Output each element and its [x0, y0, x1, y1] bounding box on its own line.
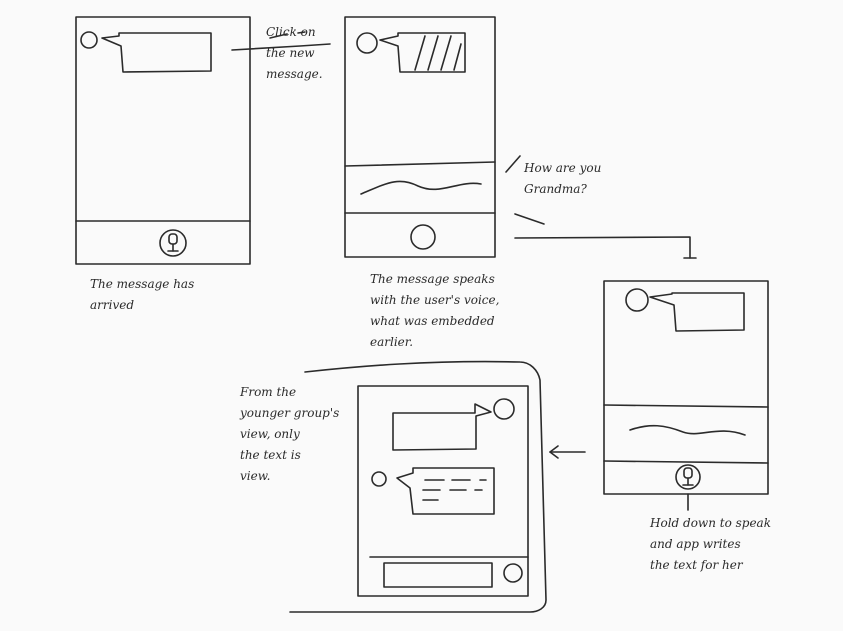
phone-4-frame: [357, 385, 529, 597]
phone-3-divider-bottom: [603, 460, 769, 464]
phone-4-text-input[interactable]: [383, 562, 493, 588]
phone-3-soundwave: [629, 424, 746, 436]
phone-4-outgoing-bubble: [392, 403, 492, 451]
caption-message-arrived: The message has arrived: [90, 277, 195, 312]
phone-1-avatar: [80, 31, 98, 49]
microphone-icon[interactable]: [159, 229, 187, 257]
phone-2-divider-top: [344, 161, 496, 167]
phone-3-avatar: [625, 288, 649, 312]
phone-4-avatar-right: [493, 398, 515, 420]
caption-message-speaks: The message speaks with the user's voice…: [370, 272, 500, 349]
phone-2-soundwave: [360, 180, 482, 195]
phone-4-avatar-left: [371, 471, 387, 487]
microphone-icon[interactable]: [675, 464, 701, 490]
phone-2-avatar: [356, 32, 378, 54]
speech-stroke-top: [505, 155, 521, 173]
speech-stroke-bottom: [514, 213, 545, 225]
phone-2-frame: [344, 16, 496, 258]
arrow-3-head: [549, 445, 559, 459]
phone-2: [344, 16, 496, 258]
phone-1: [75, 16, 251, 265]
phone-3-message-bubble: [649, 292, 745, 332]
phone-2-message-bubble: [379, 32, 466, 73]
phone-4-text-lines: [422, 479, 487, 501]
phone-2-home-button[interactable]: [410, 224, 436, 250]
phone-4: [357, 385, 529, 597]
arrow-label: Click on the new message.: [266, 25, 323, 81]
phone-2-bubble-hatching: [414, 35, 462, 71]
arrow-1-tail-marks: [269, 31, 306, 39]
phone-3-divider-top: [603, 404, 769, 408]
phone-4-enclosure: [289, 360, 547, 613]
phone-3-frame: [603, 280, 769, 495]
caption-younger-group-view: From the younger group's view, only the …: [240, 385, 340, 483]
arrow-2: [514, 236, 691, 259]
caption-hold-to-speak: Hold down to speak and app writes the te…: [650, 516, 771, 572]
phone-1-frame: [75, 16, 251, 265]
speech-bubble-text: How are you Grandma?: [524, 161, 602, 196]
phone-4-send-button[interactable]: [503, 563, 523, 583]
arrow-1: [231, 43, 331, 51]
phone-4-incoming-bubble: [396, 467, 495, 515]
phone-3: [603, 280, 769, 511]
phone-1-message-bubble: [101, 32, 212, 73]
